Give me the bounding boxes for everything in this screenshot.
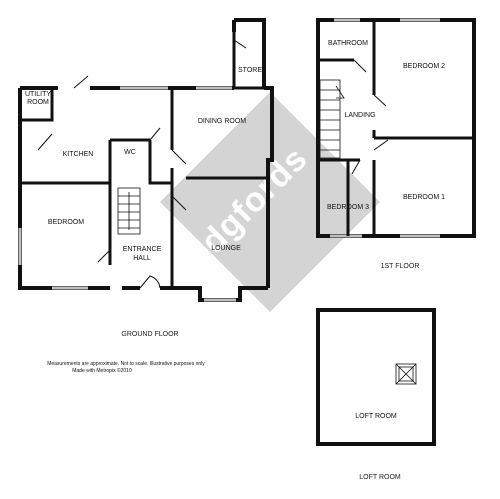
first-floor-doors	[351, 59, 389, 175]
room-label-utility-room-line2: ROOM	[27, 99, 49, 106]
first-floor-inner-walls	[318, 20, 474, 236]
floor-caption-ground: GROUND FLOOR	[121, 331, 178, 338]
disclaimer: Measurements are approximate. Not to sca…	[47, 361, 205, 374]
ground-floor	[18, 18, 274, 302]
room-label-bedroom-3: BEDROOM 3	[327, 204, 369, 211]
room-label-bathroom: BATHROOM	[328, 40, 368, 47]
room-label-kitchen: KITCHEN	[63, 151, 94, 158]
room-label-bedroom-1: BEDROOM 1	[403, 194, 445, 201]
room-label-bedroom-2: BEDROOM 2	[403, 63, 445, 70]
first-floor	[316, 18, 476, 238]
ground-floor-windows	[18, 86, 236, 302]
room-label-wc: WC	[124, 149, 136, 156]
room-label-entrance-hall-line2: HALL	[133, 255, 151, 262]
disclaimer-line-1: Measurements are approximate. Not to sca…	[47, 361, 205, 367]
loft-labels: LOFT ROOM LOFT ROOM	[355, 413, 401, 481]
loft-floor	[316, 308, 436, 446]
ground-floor-inner-walls	[20, 32, 268, 288]
loft-outer-walls	[316, 308, 436, 446]
first-floor-stairs	[319, 79, 345, 159]
first-floor-windows	[330, 18, 440, 238]
room-label-lounge: LOUNGE	[211, 245, 241, 252]
loft-skylight	[395, 363, 417, 385]
ground-floor-labels: UTILITY ROOM KITCHEN WC DINING ROOM STOR…	[25, 67, 262, 338]
disclaimer-line-2: Made with Metropix ©2010	[72, 367, 132, 374]
room-label-dining-room: DINING ROOM	[198, 118, 246, 125]
room-label-store: STORE	[238, 67, 262, 74]
room-label-bedroom: BEDROOM	[48, 219, 84, 226]
floor-caption-first: 1ST FLOOR	[381, 263, 420, 270]
first-floor-outer-walls	[316, 18, 476, 238]
first-floor-labels: BATHROOM BEDROOM 2 LANDING BEDROOM 3 BED…	[327, 40, 445, 270]
room-label-utility-room: UTILITY	[25, 91, 51, 98]
ground-floor-doors	[37, 39, 247, 289]
room-label-loft-room: LOFT ROOM	[355, 413, 397, 420]
room-label-entrance-hall: ENTRANCE	[123, 246, 162, 253]
floor-caption-loft: LOFT ROOM	[359, 474, 401, 481]
ground-floor-stairs	[117, 187, 141, 235]
room-label-landing: LANDING	[344, 112, 375, 119]
